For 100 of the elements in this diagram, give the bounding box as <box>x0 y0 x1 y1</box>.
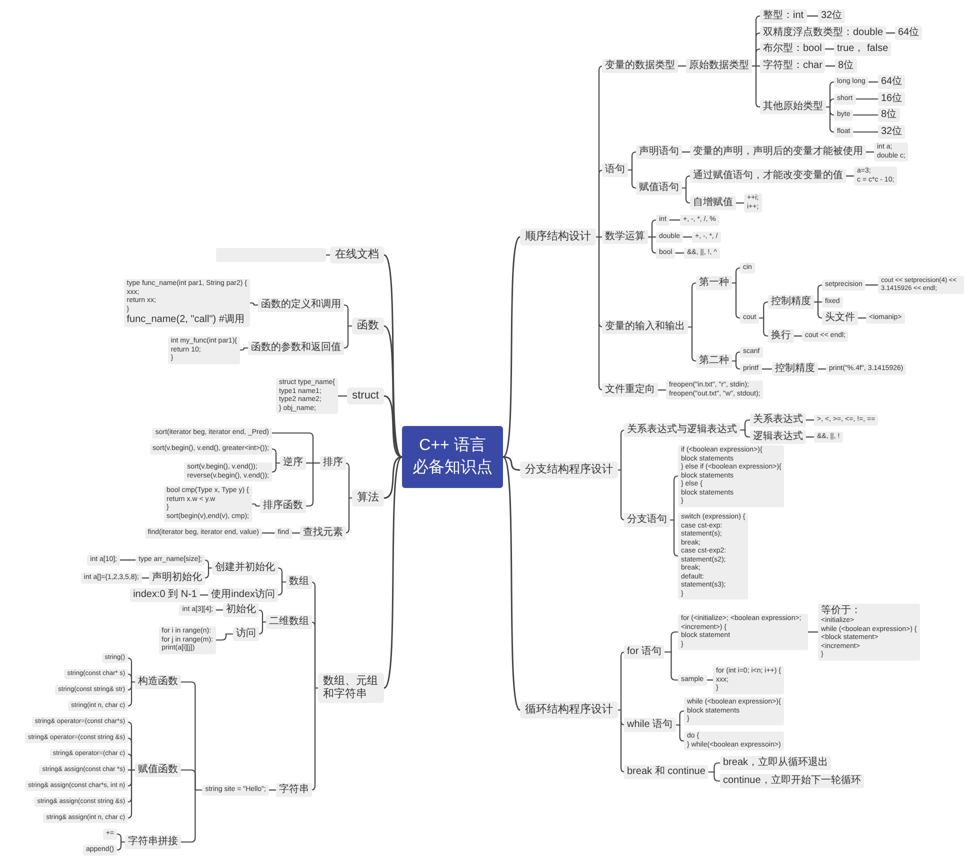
topic-box: 第一种 <box>696 276 732 290</box>
topic-box: 数组 <box>286 575 312 589</box>
topic-box: 整型：int <box>760 9 807 23</box>
code-card <box>684 732 784 750</box>
code-card <box>184 462 272 482</box>
connector-line <box>269 789 276 791</box>
connector-line <box>664 651 678 681</box>
connector-line <box>596 169 604 238</box>
connector-line <box>384 456 402 499</box>
connector-line <box>683 236 692 238</box>
code-card <box>678 512 748 600</box>
main-topic: 算法 <box>352 490 384 506</box>
connector-line <box>669 219 680 221</box>
connector-line <box>752 65 761 108</box>
code-card <box>818 604 920 660</box>
code-card <box>158 626 216 654</box>
topic-box: true， false <box>834 42 892 56</box>
connector-line <box>216 609 223 611</box>
connector-line <box>258 621 266 635</box>
code-card <box>874 142 908 162</box>
topic-box: 赋值语句 <box>636 181 682 195</box>
connector-line <box>675 252 684 254</box>
connector-line <box>262 532 275 534</box>
topic-box: 声明初始化 <box>149 571 205 585</box>
topic-box: 查找元素 <box>300 526 346 540</box>
topic-box: 函数的参数和返回值 <box>248 341 344 355</box>
topic-box: 原始数据类型 <box>686 59 752 73</box>
connector-line <box>740 429 750 438</box>
main-topic: 循环结构程序设计 <box>520 702 618 718</box>
topic-box: 语句 <box>602 163 628 177</box>
connector-line <box>762 368 772 370</box>
code-card <box>854 166 898 186</box>
connector-line <box>736 202 744 204</box>
connector-line <box>853 131 878 133</box>
central-topic: C++ 语言必备知识点 <box>402 426 503 488</box>
connector-line <box>732 282 741 319</box>
topic-box: 换行 <box>768 329 794 343</box>
connector-line <box>618 709 626 773</box>
connector-line <box>806 419 814 421</box>
topic-box: 32位 <box>818 9 846 23</box>
topic-box: 变量的声明，声明后的变量才能被使用 <box>690 145 866 159</box>
topic-box: 逻辑表达式 <box>750 430 806 444</box>
connector-line <box>502 456 521 710</box>
topic-box: 创建并初始化 <box>212 561 278 575</box>
connector-line <box>682 151 690 153</box>
connector-line <box>678 65 686 67</box>
connector-line <box>204 567 212 579</box>
connector-line <box>306 462 320 507</box>
connector-line <box>824 48 834 50</box>
connector-line <box>826 106 835 133</box>
topic-box: 16位 <box>878 92 906 106</box>
connector-line <box>814 301 823 319</box>
topic-box: index:0 到 N-1 <box>130 588 200 602</box>
main-topic: 在线文档 <box>330 246 384 264</box>
main-topic: 函数 <box>352 318 384 334</box>
topic-box: 变量的输入和输出 <box>602 320 688 334</box>
topic-box: 控制精度 <box>772 362 818 376</box>
topic-box: 函数的定义和调用 <box>258 298 344 312</box>
connector-line <box>808 631 818 633</box>
topic-box: 排序 <box>320 456 346 470</box>
connector-line <box>806 436 814 438</box>
topic-box: 字符串拼接 <box>125 835 181 849</box>
connector-line <box>120 559 136 561</box>
code-card <box>678 614 808 650</box>
connector-line <box>292 532 300 534</box>
connector-line <box>126 681 135 707</box>
connector-line <box>271 462 280 473</box>
topic-box: 64位 <box>878 75 906 89</box>
connector-line <box>818 368 826 370</box>
code-card <box>168 336 240 364</box>
topic-box: 逆序 <box>280 456 306 470</box>
topic-box: 赋值函数 <box>135 763 181 777</box>
topic-box: 布尔型：bool <box>760 42 825 56</box>
code-card <box>666 380 764 400</box>
code-card <box>744 194 762 212</box>
connector-line <box>142 577 149 579</box>
topic-box: continue，立即开始下一轮循环 <box>720 774 864 788</box>
connector-line <box>866 151 874 153</box>
code-card <box>276 378 338 414</box>
connector-line <box>502 236 521 458</box>
topic-box: 变量的数据类型 <box>602 59 678 73</box>
connector-line <box>732 360 741 370</box>
main-topic: 顺序结构设计 <box>520 228 596 246</box>
topic-box: 分支语句 <box>624 513 670 527</box>
connector-line <box>670 519 679 557</box>
topic-box: 其他原始类型 <box>760 100 826 114</box>
connector-line <box>383 254 403 458</box>
connector-line <box>628 169 637 189</box>
code-card <box>684 697 784 725</box>
code-card <box>713 666 784 694</box>
topic-box: 双精度浮点数类型：double <box>760 26 886 40</box>
topic-box: 关系表达式与逻辑表达式 <box>624 423 740 437</box>
topic-box: 二维数组 <box>266 615 312 629</box>
topic-box: 关系表达式 <box>750 413 806 427</box>
connector-line <box>277 581 286 596</box>
connector-line <box>258 609 266 623</box>
topic-box: 32位 <box>878 125 906 139</box>
connector-line <box>618 651 626 711</box>
connector-line <box>858 317 866 319</box>
connector-line <box>853 114 878 116</box>
